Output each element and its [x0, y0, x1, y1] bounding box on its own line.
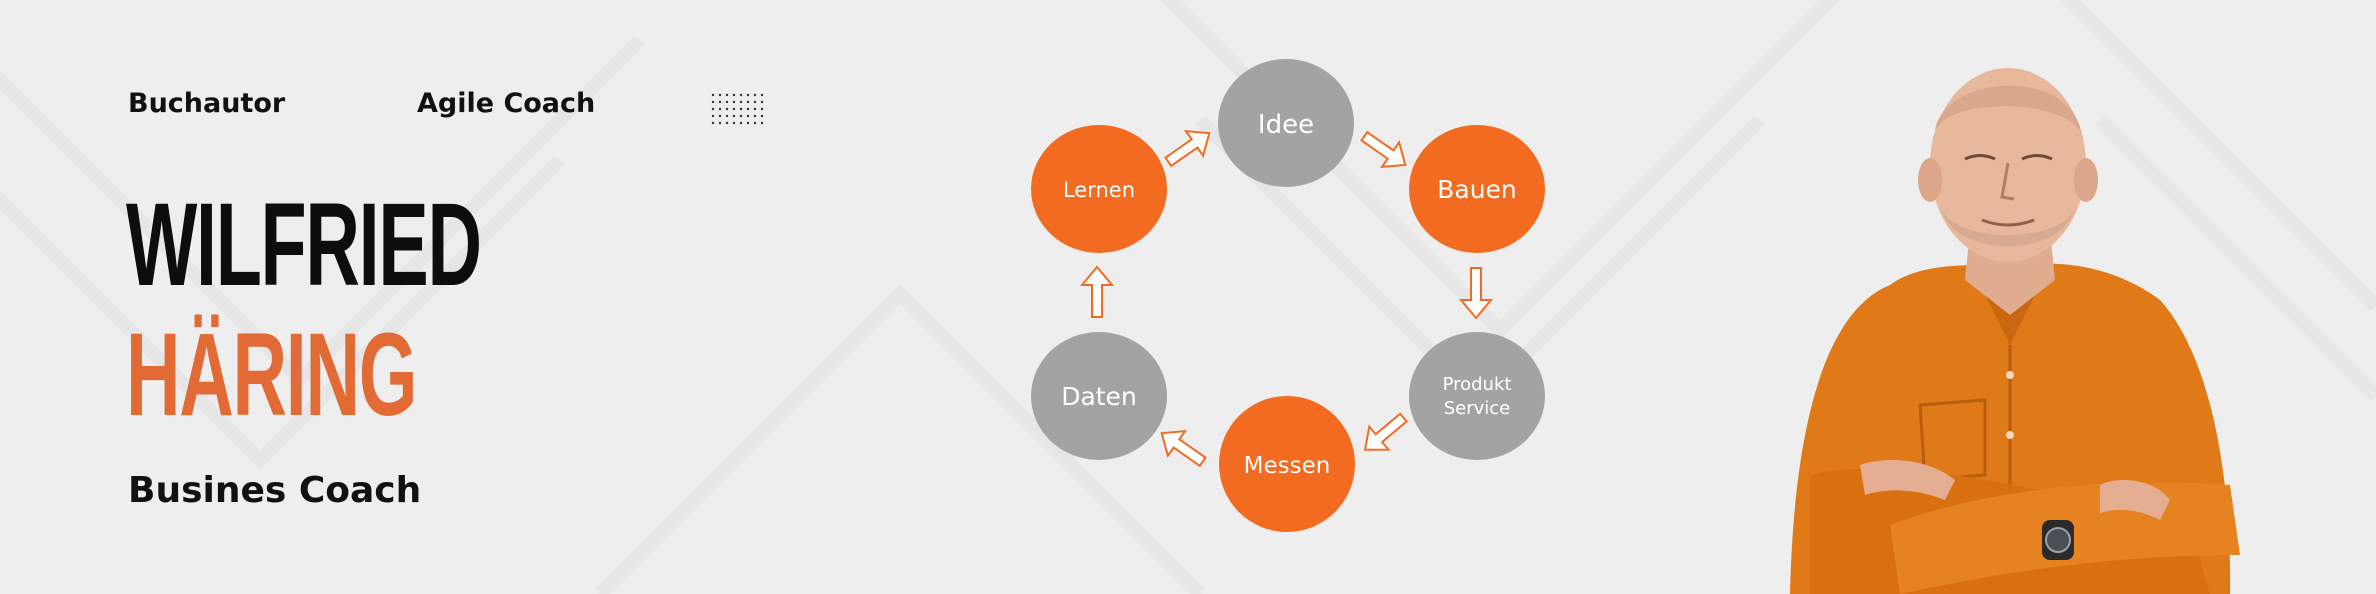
role-agile-coach: Agile Coach [417, 88, 596, 119]
cycle-label-service: Service [1444, 398, 1511, 419]
cycle-label-daten: Daten [1061, 382, 1137, 411]
cycle-node-idee [1218, 59, 1354, 187]
cycle-node-lernen [1031, 125, 1167, 253]
cycle-node-bauen [1409, 125, 1545, 253]
cycle-node-daten [1031, 332, 1167, 460]
arrow-bauen-to-produkt [1458, 267, 1494, 320]
dot-grid-icon [711, 93, 764, 125]
arrow-produkt-to-messen [1363, 412, 1409, 451]
cycle-label-idee: Idee [1258, 110, 1314, 140]
portrait-photo [1790, 68, 2240, 594]
arrow-idee-to-bauen [1360, 130, 1407, 169]
first-name: WILFRIED [126, 179, 482, 311]
cycle-label-messen: Messen [1244, 453, 1331, 479]
arrow-lernen-to-idee [1164, 129, 1211, 168]
last-name: HÄRING [126, 309, 417, 441]
subtitle: Busines Coach [128, 470, 422, 511]
cycle-label-lernen: Lernen [1063, 178, 1135, 202]
cycle-node-produkt [1409, 332, 1545, 460]
cycle-node-messen [1219, 396, 1355, 532]
build-measure-learn-cycle: Idee Bauen Produkt Service Messen Daten … [1031, 59, 1545, 532]
cycle-label-bauen: Bauen [1437, 175, 1517, 204]
cycle-label-produkt: Produkt [1443, 374, 1512, 395]
arrow-daten-to-lernen [1079, 265, 1115, 318]
arrow-messen-to-daten [1160, 429, 1207, 468]
role-author: Buchautor [128, 88, 286, 119]
